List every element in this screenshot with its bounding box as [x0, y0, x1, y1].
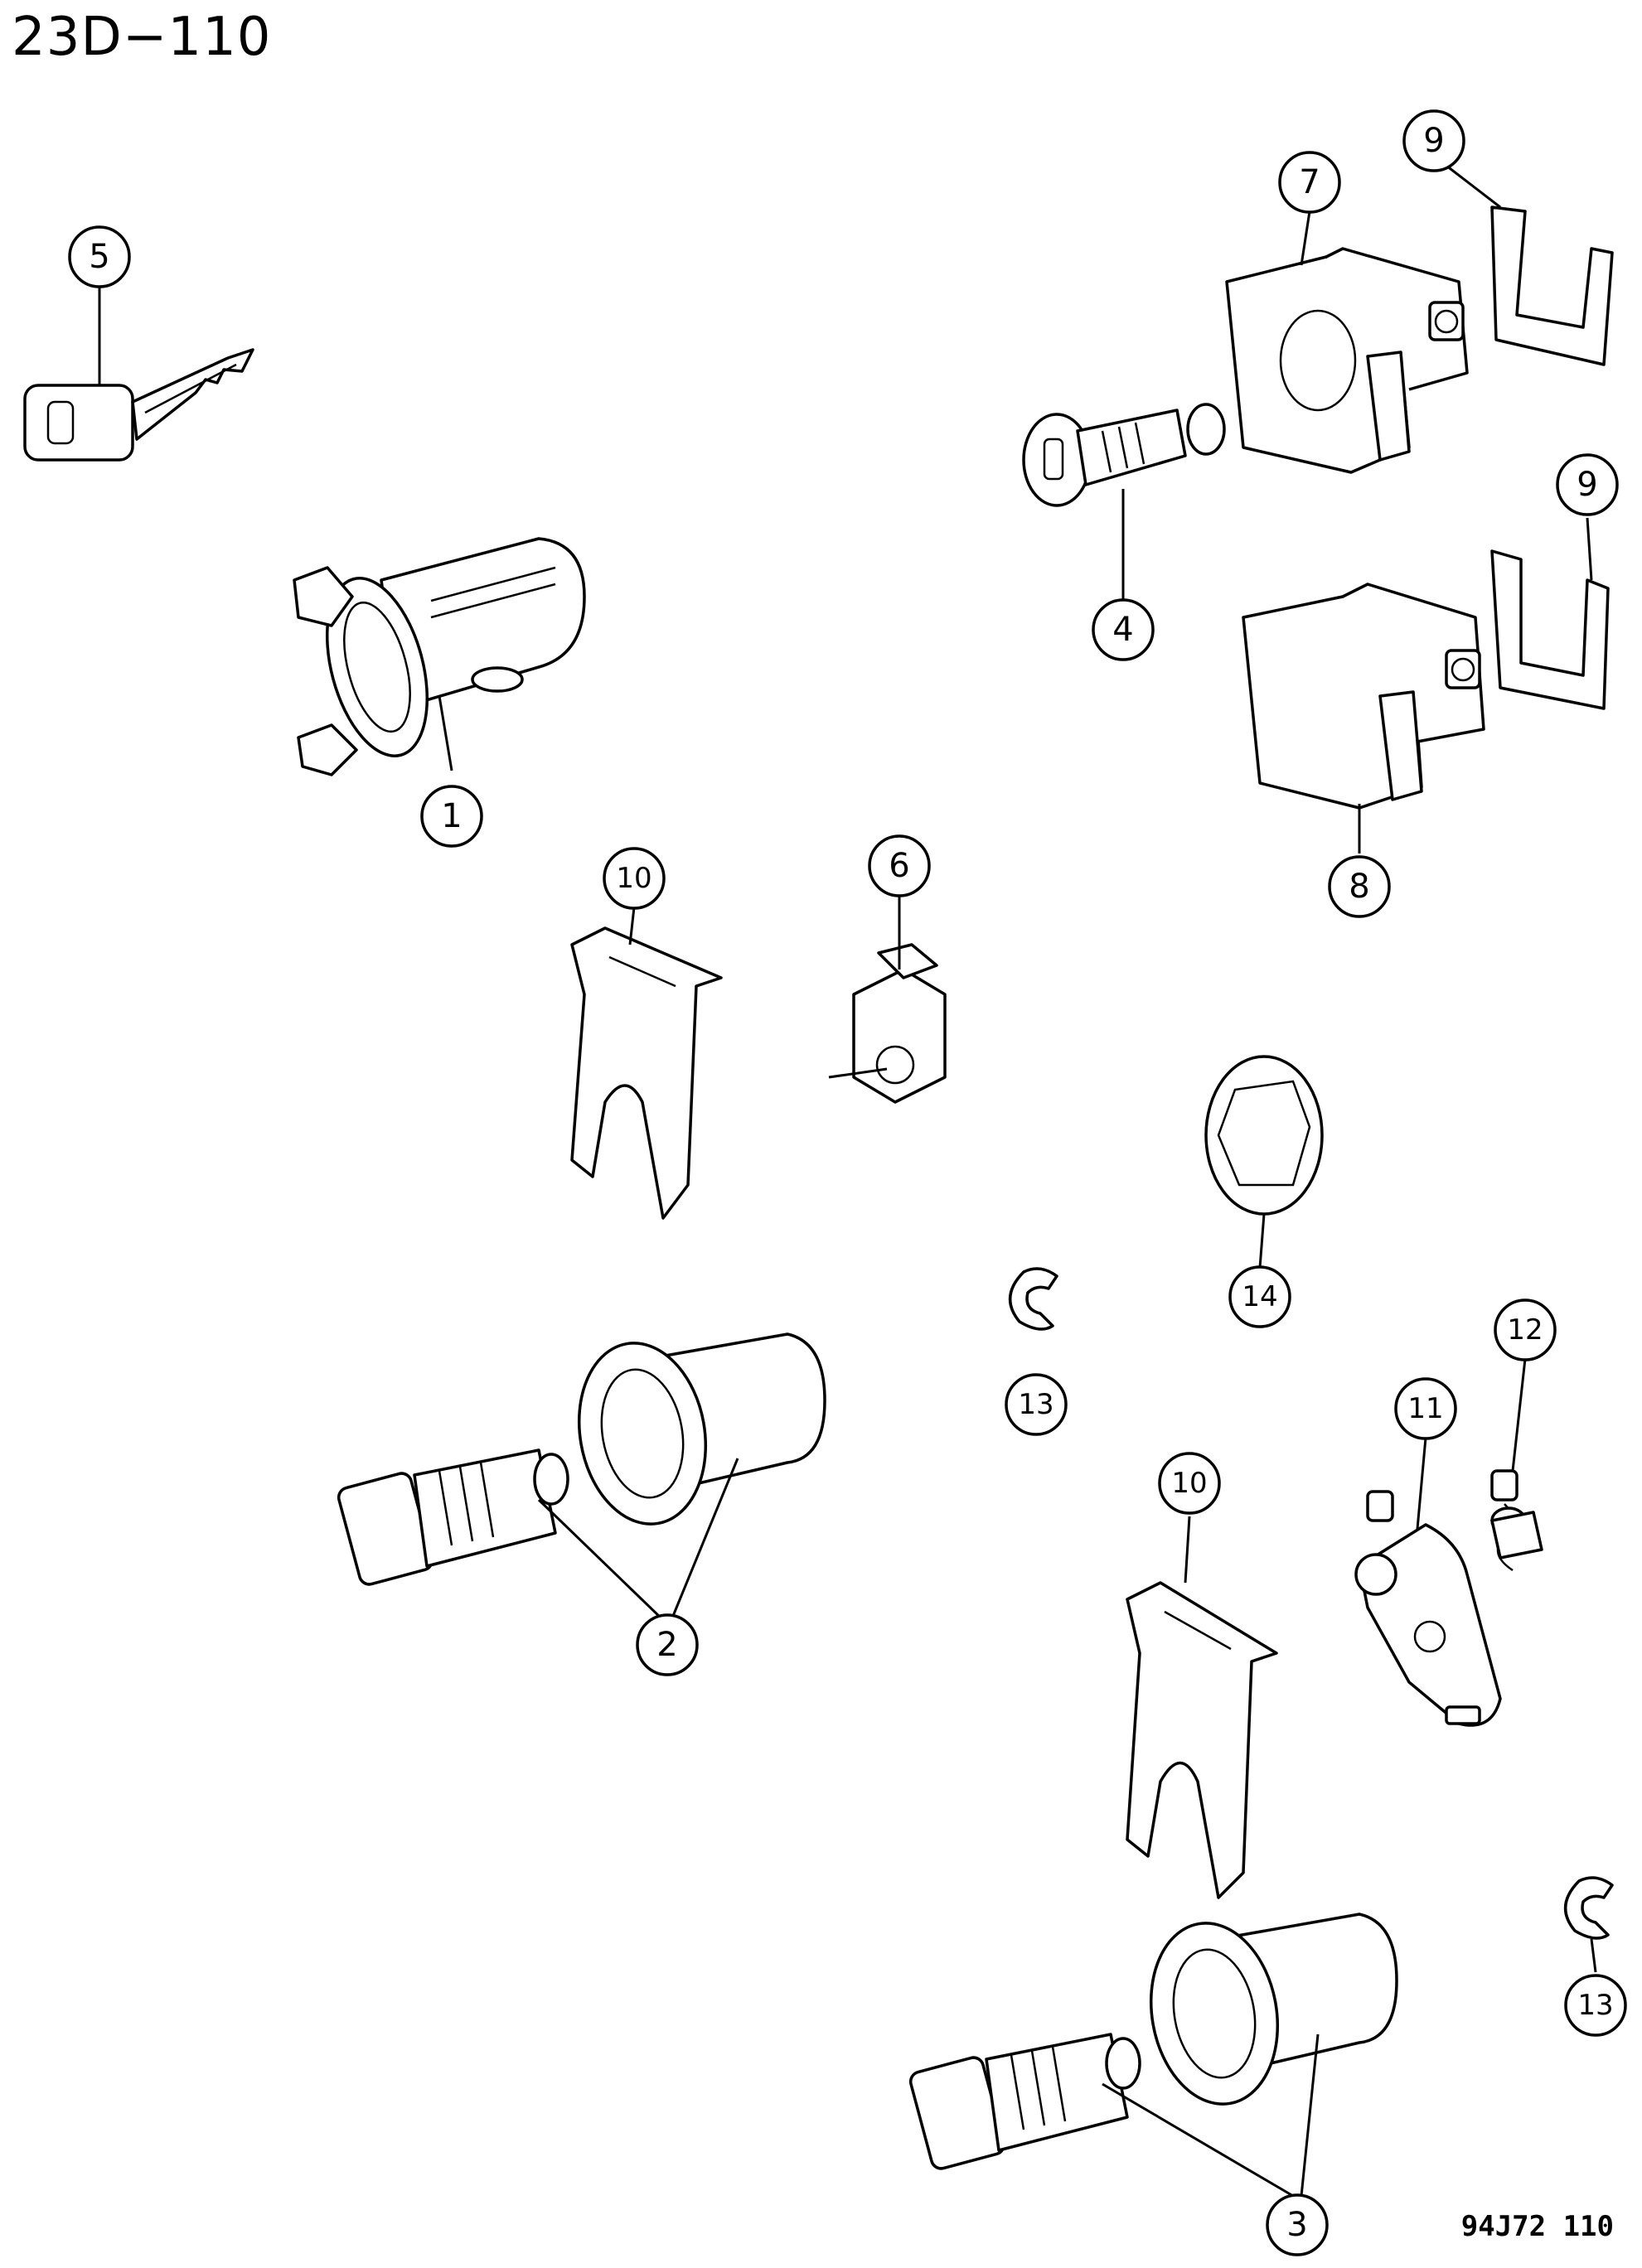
callout-7: 7: [1278, 151, 1341, 214]
clip-lower-part: [1126, 1581, 1278, 1899]
callout-10-upper: 10: [603, 847, 666, 910]
clip-upper-part: [570, 926, 723, 1220]
callout-14: 14: [1228, 1265, 1291, 1328]
callout-6: 6: [868, 834, 931, 897]
callout-13-upper: 13: [1005, 1373, 1068, 1436]
callout-4: 4: [1092, 598, 1155, 661]
lever-part: [1354, 1490, 1502, 1727]
callout-label: 9: [1423, 122, 1444, 160]
retainer-clip-upper: [1490, 206, 1614, 366]
bracket-part: [828, 943, 947, 1104]
callout-12: 12: [1494, 1298, 1557, 1361]
washer-part: [1204, 1055, 1324, 1216]
callout-5: 5: [68, 225, 131, 288]
callout-label: 3: [1286, 2206, 1307, 2244]
callout-label: 2: [656, 1626, 677, 1664]
callout-label: 12: [1507, 1313, 1543, 1347]
callout-label: 10: [1171, 1467, 1207, 1500]
lock-cylinder-part: [1022, 403, 1226, 507]
callout-2: 2: [636, 1613, 699, 1676]
spring-pin-part: [1490, 1469, 1543, 1572]
callout-label: 9: [1577, 466, 1597, 504]
callout-label: 11: [1407, 1392, 1443, 1425]
callout-label: 13: [1018, 1388, 1053, 1421]
callout-label: 6: [889, 847, 909, 885]
callout-10-lower: 10: [1158, 1452, 1221, 1515]
footer-code: 94J72 110: [1460, 2210, 1614, 2243]
callout-label: 4: [1112, 611, 1133, 649]
callout-11: 11: [1394, 1377, 1457, 1440]
callout-9-upper: 9: [1402, 109, 1465, 172]
callout-label: 10: [616, 862, 651, 895]
leader-lines: [98, 164, 1597, 2198]
cylinder-and-housing-upper-part: [337, 1332, 826, 1586]
callout-3: 3: [1266, 2193, 1329, 2256]
retaining-ring-upper: [1008, 1267, 1058, 1331]
retainer-clip-lower: [1490, 549, 1610, 710]
callout-label: 5: [89, 238, 109, 276]
ignition-housing-part: [293, 537, 586, 776]
callout-8: 8: [1328, 855, 1391, 918]
callout-label: 7: [1299, 163, 1320, 201]
lock-housing-lower-part: [1242, 583, 1485, 810]
callout-13-lower: 13: [1564, 1974, 1627, 2037]
callout-label: 1: [441, 797, 462, 835]
lock-housing-upper-part: [1225, 247, 1469, 474]
callout-9-lower: 9: [1556, 453, 1619, 516]
retaining-ring-lower: [1563, 1876, 1614, 1940]
callout-label: 13: [1577, 1989, 1613, 2022]
cylinder-and-housing-lower-part: [908, 1913, 1398, 2170]
callout-label: 14: [1242, 1280, 1277, 1313]
page-id: 23D−110: [12, 7, 272, 68]
callout-1: 1: [420, 785, 483, 848]
callout-label: 8: [1349, 868, 1369, 906]
key-part: [23, 348, 254, 462]
